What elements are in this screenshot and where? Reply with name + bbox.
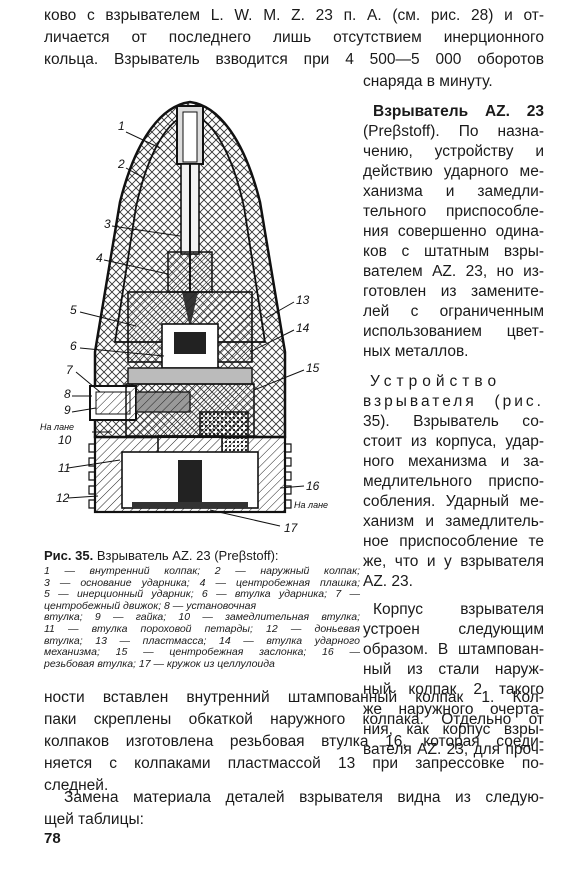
legend-line: резьбовая втулка; 17 — кружок из целлуло… bbox=[44, 657, 275, 670]
text-line: ков с штатным взры- bbox=[363, 243, 544, 260]
text-line: паки скреплены обкаткой наружного колпак… bbox=[44, 711, 544, 728]
text-line: медлительного приспо- bbox=[363, 473, 544, 490]
figure-label: На лане bbox=[40, 422, 74, 432]
text-line: образом. В штампован- bbox=[363, 641, 544, 658]
text-line: ния, как корпус взры- bbox=[363, 721, 544, 738]
section-heading: Устройство bbox=[370, 373, 502, 390]
legend-line: 3 — основание ударника; 4 — центробежная… bbox=[44, 576, 360, 589]
text-line: личается от последнего лишь отсутствием … bbox=[44, 29, 544, 46]
legend-line: втулка; 9 — гайка; 10 — замедлительная в… bbox=[44, 611, 360, 624]
legend-line: 1 — внутренний колпак; 2 — наружный колп… bbox=[44, 565, 360, 577]
text-line: ных металлов. bbox=[363, 343, 469, 360]
text-line: же наружного очерта- bbox=[363, 701, 544, 718]
figure-label: На лане bbox=[294, 500, 328, 510]
text-line: (Preβstoff). По назна- bbox=[363, 123, 544, 140]
text-line: ное приспособление те bbox=[363, 533, 544, 550]
section-heading: Взрыватель AZ. 23 bbox=[373, 103, 544, 120]
figure-label: 13 bbox=[296, 293, 310, 307]
figure-label: 12 bbox=[56, 491, 70, 505]
figure-label: 17 bbox=[284, 521, 299, 535]
figure-label: 2 bbox=[117, 157, 125, 171]
figure-number: Рис. 35. bbox=[44, 548, 94, 563]
page-number: 78 bbox=[44, 830, 61, 847]
text-line: ния совершенно одина- bbox=[363, 223, 544, 240]
figure-label: 14 bbox=[296, 321, 310, 335]
text-line: стоит из корпуса, удар- bbox=[363, 433, 544, 450]
text-line: ности вставлен внутренний штампованный к… bbox=[44, 689, 544, 706]
figure-title: Взрыватель AZ. 23 (Preβstoff): bbox=[93, 548, 279, 563]
text-line: устроен следующим bbox=[363, 621, 544, 638]
figure-label: 16 bbox=[306, 479, 320, 493]
text-line: Замена материала деталей взрывателя видн… bbox=[64, 789, 544, 806]
figure-label: 5 bbox=[70, 303, 77, 317]
legend-line: 5 — инерционный ударник; 6 — втулка удар… bbox=[44, 588, 360, 612]
figure-label: 1 bbox=[118, 119, 125, 133]
text-line: кольца. Взрыватель взводится при 4 500—5… bbox=[44, 51, 544, 68]
text-line: колпаков изготовлена резьбовая втулка 16… bbox=[44, 733, 544, 750]
figure-label: 9 bbox=[64, 403, 71, 417]
text-line: 35). Взрыватель со- bbox=[363, 413, 544, 430]
text-line: ханизма и замедли- bbox=[363, 183, 544, 200]
figure-caption-title: Рис. 35. Взрыватель AZ. 23 (Preβstoff): bbox=[44, 548, 279, 563]
legend-line: втулка; 13 — пластмасса; 14 — втулка уда… bbox=[44, 634, 360, 647]
text-line: щей таблицы: bbox=[44, 811, 144, 828]
text-line: ный из стали наруж- bbox=[363, 661, 544, 678]
text-line: же, что и у взрывателя bbox=[363, 553, 544, 570]
text-line: Корпус взрывателя bbox=[373, 601, 544, 618]
figure-label: 4 bbox=[96, 251, 103, 265]
text-line: AZ. 23. bbox=[363, 573, 413, 590]
text-line: действию ударного ме- bbox=[363, 163, 544, 180]
text-line: снаряда в минуту. bbox=[363, 73, 493, 90]
figure-label: 7 bbox=[66, 363, 74, 377]
figure-caption-legend: 1 — внутренний колпак; 2 — наружный колп… bbox=[44, 565, 360, 670]
text-line: следней. bbox=[44, 777, 109, 794]
legend-line: механизма; 15 — центробежная заслонка; 1… bbox=[44, 646, 360, 659]
fuze-cross-section-figure: 1 2 3 4 5 6 7 8 9 На лане 10 11 12 13 14… bbox=[40, 100, 328, 535]
figure-label: 10 bbox=[58, 433, 72, 447]
text-line: ково с взрывателем L. W. M. Z. 23 п. А. … bbox=[44, 7, 544, 24]
text-line: собления. Ударный ме- bbox=[363, 493, 544, 510]
figure-label: 8 bbox=[64, 387, 71, 401]
figure-label: 3 bbox=[104, 217, 111, 231]
text-line: вателем AZ. 23, но из- bbox=[363, 263, 544, 280]
text-line: ханизм и замедлитель- bbox=[363, 513, 544, 530]
text-line: чению, устройству и bbox=[363, 143, 544, 160]
figure-label: 15 bbox=[306, 361, 320, 375]
text-line: готовлен из замените- bbox=[363, 283, 544, 300]
text-line: использованием цвет- bbox=[363, 323, 544, 340]
section-heading: взрывателя (рис. bbox=[363, 393, 544, 410]
text-line: ного механизма и за- bbox=[363, 453, 544, 470]
text-line: лей с ограниченным bbox=[363, 303, 544, 320]
text-line: тельного приспособле- bbox=[363, 203, 544, 220]
text-line: вателя AZ. 23, для проч- bbox=[363, 741, 544, 758]
text-line: ный колпак 2 такого bbox=[363, 681, 544, 698]
figure-label: 11 bbox=[58, 461, 70, 475]
text-line: няется с колпаками пластмассой 13 при за… bbox=[44, 755, 544, 772]
legend-line: 11 — втулка пороховой петарды; 12 — донь… bbox=[44, 622, 360, 635]
figure-label: 6 bbox=[70, 339, 77, 353]
